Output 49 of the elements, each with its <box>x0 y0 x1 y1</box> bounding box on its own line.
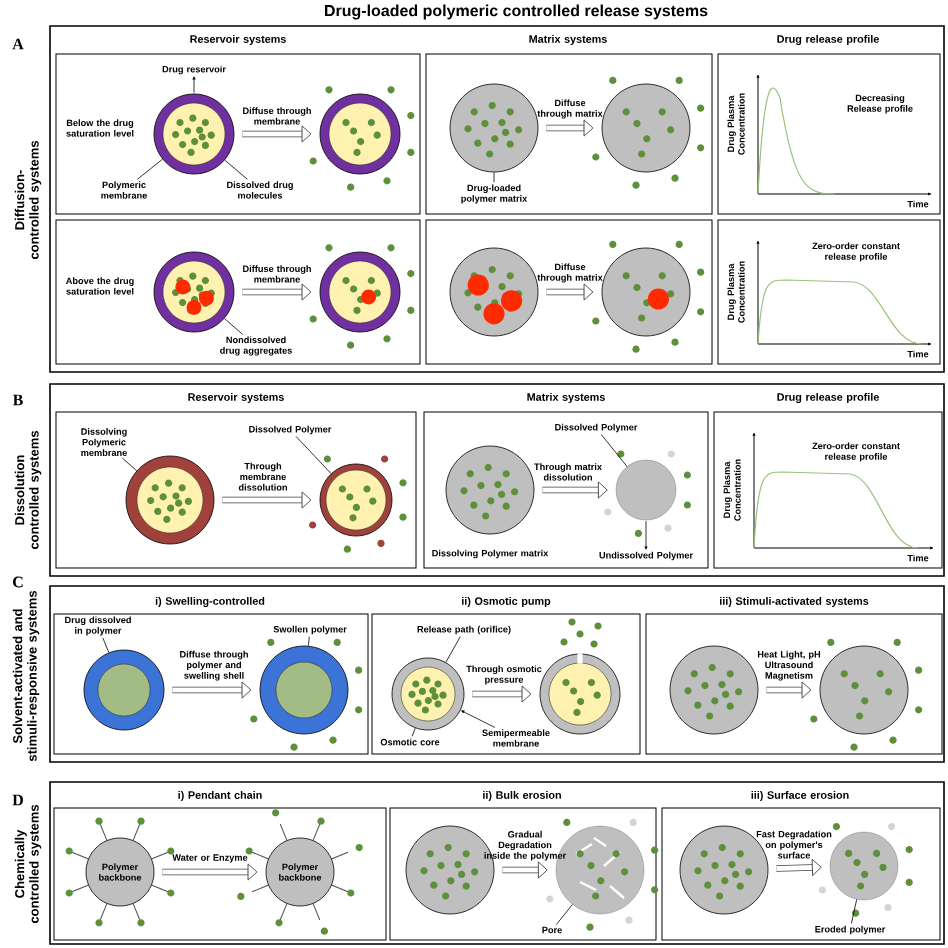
hollow-arrow <box>502 861 548 879</box>
particle-drawing <box>449 83 539 173</box>
hollow-arrow <box>242 125 312 143</box>
leader-line <box>644 520 648 550</box>
particle-drawing <box>810 638 923 751</box>
hollow-arrow <box>546 119 594 137</box>
section-box <box>425 219 713 365</box>
leader-line <box>411 727 416 737</box>
panel-letter: A <box>12 38 24 50</box>
leader-line <box>224 318 243 335</box>
leader-line <box>851 898 858 924</box>
title: Drug-loaded polymeric controlled release systems <box>325 4 708 20</box>
hollow-arrow <box>242 283 312 301</box>
particle-drawing <box>125 455 215 545</box>
hollow-arrow <box>542 481 608 499</box>
particle-drawing <box>445 445 535 535</box>
leader-line <box>224 159 248 180</box>
leader-line <box>445 636 461 663</box>
particle-drawing <box>604 450 691 537</box>
particle-drawing <box>153 93 235 175</box>
particle-drawing <box>449 247 539 337</box>
leader-line <box>137 158 163 180</box>
particle-drawing <box>250 638 363 751</box>
leader-line <box>121 457 138 472</box>
particle-drawing <box>391 657 465 731</box>
leader-line <box>192 76 196 93</box>
particle-drawing <box>153 251 235 333</box>
particle-drawing <box>309 244 415 349</box>
leader-line <box>102 637 110 653</box>
panel-letter: D <box>12 794 23 806</box>
panel-letter: C <box>13 576 23 588</box>
particle-drawing <box>309 86 415 191</box>
leader-line <box>295 436 332 474</box>
leader-line <box>461 710 496 728</box>
particle-drawing <box>309 455 407 553</box>
leader-line <box>555 904 573 925</box>
particle-drawing <box>83 649 165 731</box>
panel-letter: B <box>12 394 23 406</box>
hollow-arrow <box>776 858 822 876</box>
leader-line <box>308 636 310 647</box>
leader-line <box>493 172 495 183</box>
hollow-arrow <box>222 491 312 509</box>
particle-drawing <box>669 645 759 735</box>
hollow-arrow <box>162 863 258 881</box>
hollow-arrow <box>766 681 812 699</box>
hollow-arrow <box>472 685 532 703</box>
hollow-arrow <box>172 681 252 699</box>
leader-line <box>600 434 628 467</box>
hollow-arrow <box>546 283 594 301</box>
